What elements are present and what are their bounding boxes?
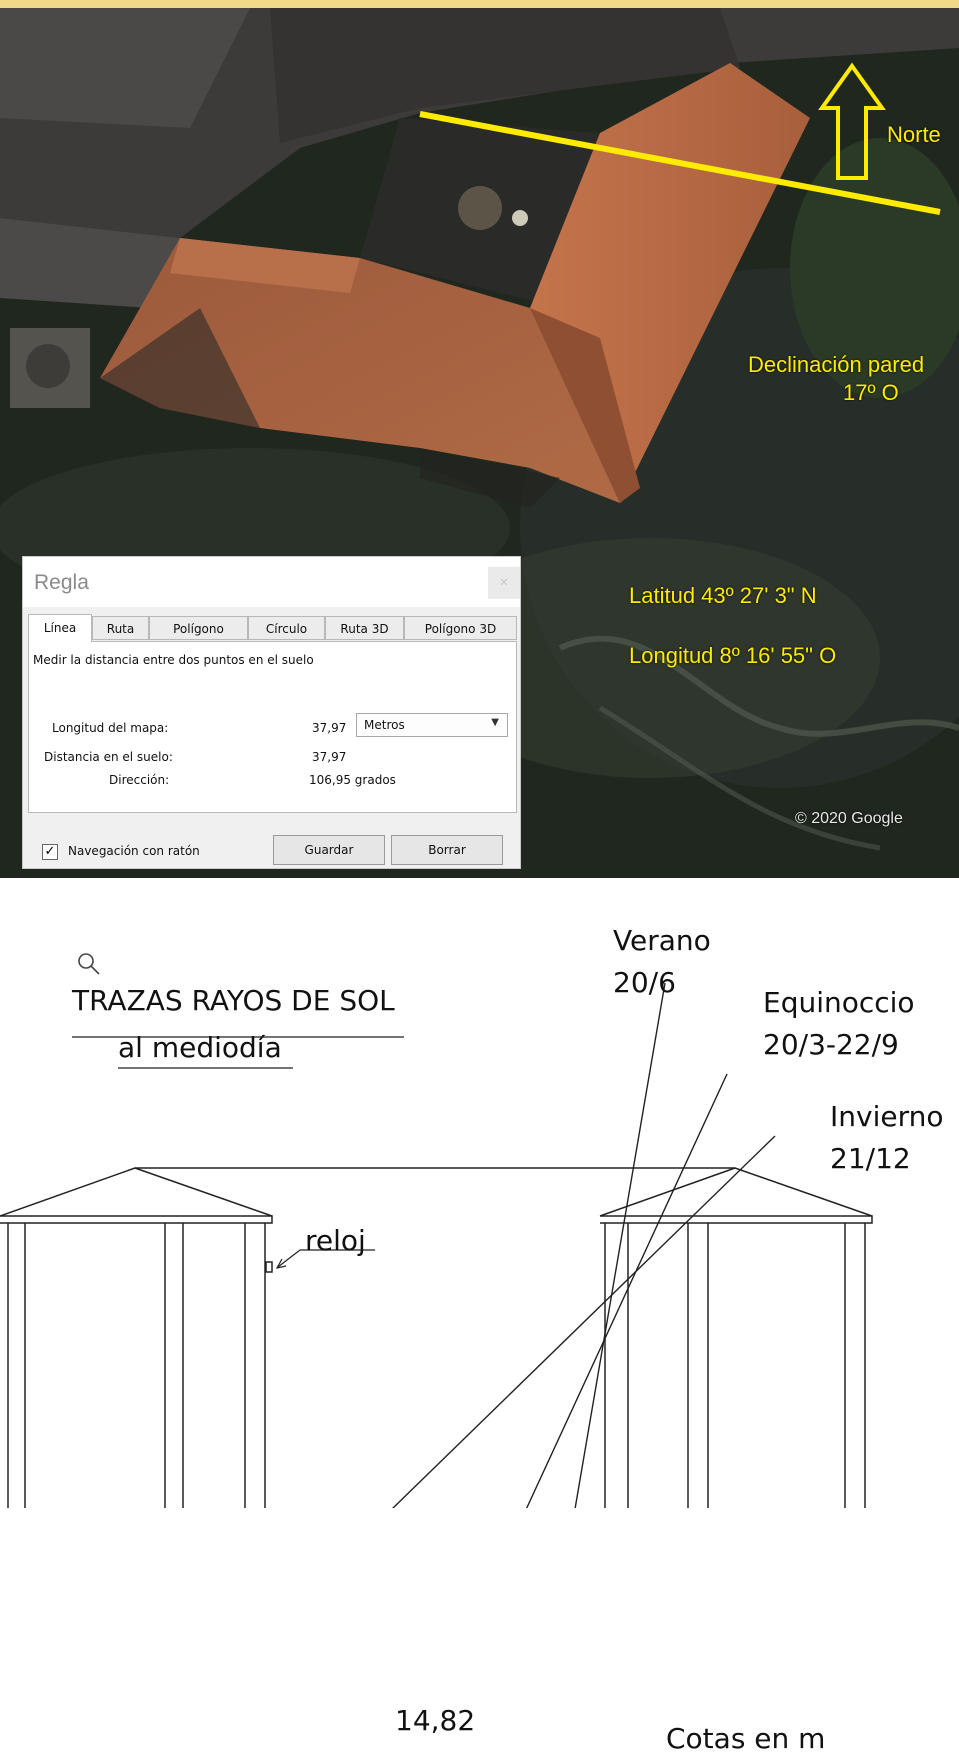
dimension-value: 14,82 bbox=[395, 1704, 476, 1737]
north-label: Norte bbox=[887, 122, 941, 147]
equinox-date: 20/3-22/9 bbox=[763, 1028, 899, 1061]
measure-description: Medir la distancia entre dos puntos en e… bbox=[33, 653, 314, 667]
dialog-title: Regla bbox=[34, 571, 89, 594]
declination-line1: Declinación pared bbox=[748, 352, 925, 377]
clock-label: reloj bbox=[305, 1224, 366, 1257]
mouse-nav-checkbox[interactable]: ✓ bbox=[42, 844, 58, 860]
wall-direction-line bbox=[419, 111, 941, 215]
equinox-label: Equinoccio bbox=[763, 986, 915, 1019]
tab-ruta-3d[interactable]: Ruta 3D bbox=[325, 616, 404, 640]
tab-poligono-3d[interactable]: Polígono 3D bbox=[404, 616, 517, 640]
mouse-nav-label: Navegación con ratón bbox=[68, 844, 200, 858]
tab-panel-linea: Medir la distancia entre dos puntos en e… bbox=[28, 641, 517, 813]
ground-distance-label: Distancia en el suelo: bbox=[44, 750, 173, 764]
diagram-title: TRAZAS RAYOS DE SOL bbox=[72, 984, 395, 1017]
sun-rays-diagram: TRAZAS RAYOS DE SOL al mediodía Verano 2… bbox=[0, 878, 959, 1755]
ground-distance-value: 37,97 bbox=[312, 750, 347, 764]
map-length-label: Longitud del mapa: bbox=[52, 721, 169, 735]
declination-line2: 17º O bbox=[843, 380, 899, 405]
clear-button[interactable]: Borrar bbox=[391, 835, 503, 865]
diagram-subtitle: al mediodía bbox=[118, 1031, 282, 1064]
dialog-titlebar: Regla ✕ bbox=[23, 557, 520, 607]
tab-circulo[interactable]: Círculo bbox=[248, 616, 325, 640]
direction-label: Dirección: bbox=[109, 773, 170, 787]
satellite-view: Norte Declinación pared 17º O Latitud 43… bbox=[0, 0, 959, 878]
satellite-image bbox=[0, 8, 959, 878]
north-arrow-icon bbox=[818, 62, 886, 180]
ray-summer bbox=[574, 982, 666, 1508]
chevron-down-icon: ▼ bbox=[491, 717, 499, 728]
winter-label: Invierno bbox=[830, 1100, 944, 1133]
longitude-label: Longitud 8º 16' 55" O bbox=[629, 643, 837, 668]
unit-select[interactable]: Metros ▼ bbox=[356, 713, 508, 737]
units-note: Cotas en m bbox=[666, 1722, 826, 1755]
elevation-drawing-clean bbox=[0, 878, 959, 1508]
tab-bar: Línea Ruta Polígono Círculo Ruta 3D Polí… bbox=[28, 614, 517, 642]
map-length-value: 37,97 bbox=[312, 721, 347, 735]
copyright-label: © 2020 Google bbox=[795, 810, 903, 827]
ray-equinox bbox=[525, 1073, 728, 1508]
summer-date: 20/6 bbox=[613, 966, 676, 999]
direction-value: 106,95 grados bbox=[309, 773, 396, 787]
ray-winter bbox=[392, 1135, 776, 1508]
clock-marker bbox=[265, 1261, 273, 1273]
latitude-label: Latitud 43º 27' 3" N bbox=[629, 583, 817, 608]
ruler-dialog: Regla ✕ Línea Ruta Polígono Círculo Ruta… bbox=[22, 556, 521, 869]
tab-poligono[interactable]: Polígono bbox=[149, 616, 248, 640]
unit-selected: Metros bbox=[364, 718, 405, 732]
summer-label: Verano bbox=[613, 924, 711, 957]
save-button[interactable]: Guardar bbox=[273, 835, 385, 865]
tab-ruta[interactable]: Ruta bbox=[92, 616, 149, 640]
magnifier-icon bbox=[78, 953, 100, 975]
winter-date: 21/12 bbox=[830, 1142, 911, 1175]
close-icon[interactable]: ✕ bbox=[488, 567, 520, 599]
tab-linea[interactable]: Línea bbox=[28, 614, 92, 642]
